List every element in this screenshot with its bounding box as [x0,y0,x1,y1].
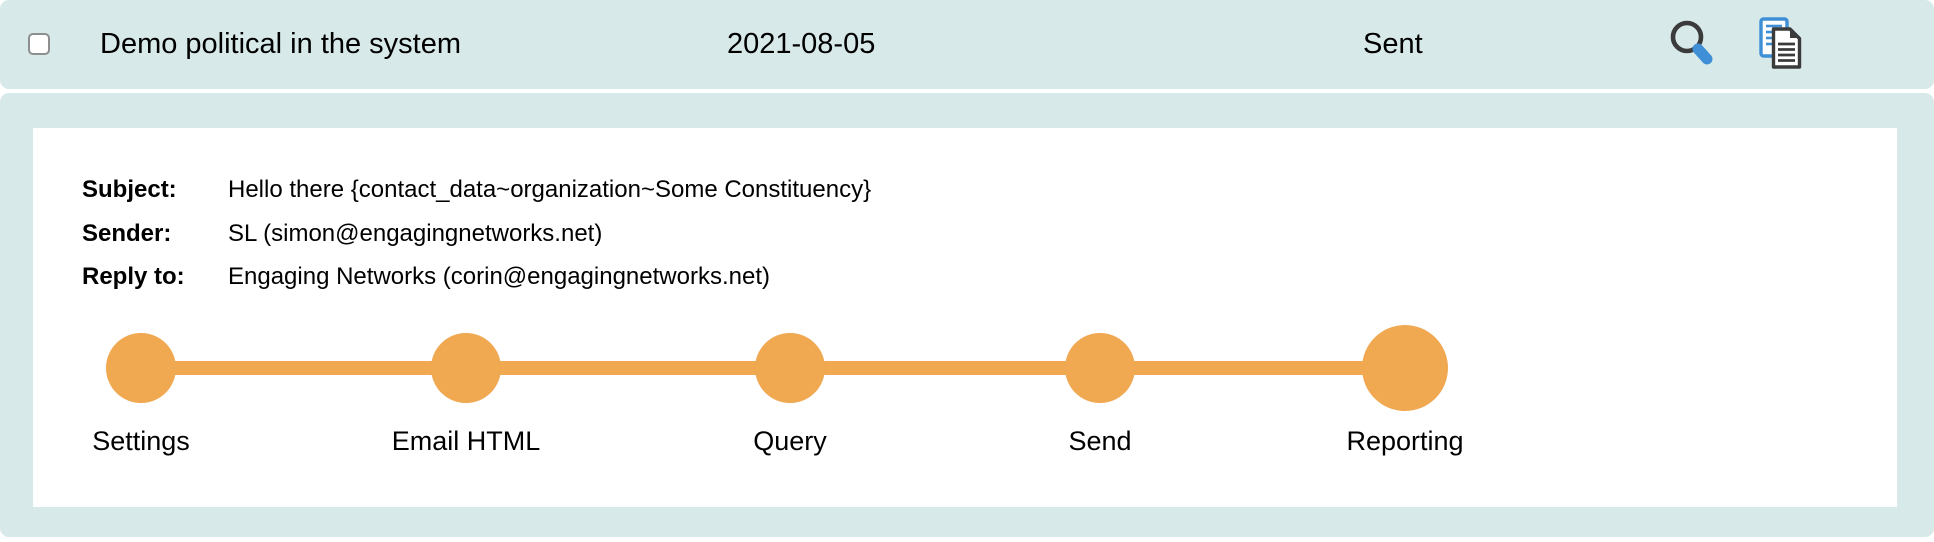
step-label-settings[interactable]: Settings [92,426,190,456]
reply-to-label: Reply to: [82,263,185,290]
step-dot-query[interactable] [755,333,825,403]
subject-row: Subject: Hello there {contact_data~organ… [82,168,871,212]
status-badge: Sent [1363,28,1423,60]
workflow-stepper: Settings Email HTML Query Send Reporting [33,128,1897,507]
sender-value: SL (simon@engagingnetworks.net) [228,219,603,247]
email-meta: Subject: Hello there {contact_data~organ… [82,168,871,299]
step-label-reporting[interactable]: Reporting [1346,426,1464,456]
step-label-email-html[interactable]: Email HTML [391,426,541,456]
reply-to-row: Reply to: Engaging Networks (corin@engag… [82,255,871,299]
step-label-send[interactable]: Send [1068,426,1132,456]
step-dot-send[interactable] [1065,333,1135,403]
sender-row: Sender: SL (simon@engagingnetworks.net) [82,212,871,256]
search-button[interactable] [1666,0,1716,89]
step-label-query[interactable]: Query [753,426,827,456]
campaign-row-header: Demo political in the system 2021-08-05 … [0,0,1934,89]
campaign-detail-panel: Subject: Hello there {contact_data~organ… [33,128,1897,507]
search-icon [1666,17,1716,72]
campaign-title[interactable]: Demo political in the system [100,28,462,60]
campaign-detail-container: Subject: Hello there {contact_data~organ… [0,93,1934,537]
subject-value: Hello there {contact_data~organization~S… [228,176,872,203]
subject-label: Subject: [82,176,177,203]
sender-label: Sender: [82,219,172,247]
step-dot-reporting[interactable] [1362,325,1448,411]
reply-to-value: Engaging Networks (corin@engagingnetwork… [228,263,770,290]
row-select-checkbox[interactable] [28,33,50,55]
duplicate-button[interactable] [1758,0,1804,89]
campaign-date: 2021-08-05 [727,28,876,60]
step-dot-settings[interactable] [106,333,176,403]
copy-icon [1758,16,1804,73]
step-dot-email-html[interactable] [431,333,501,403]
